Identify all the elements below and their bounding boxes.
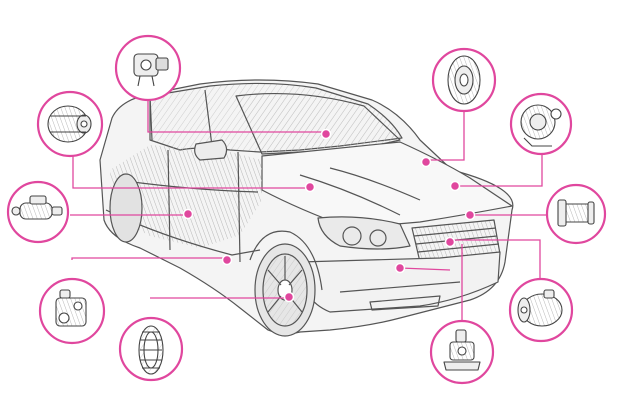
rear-wheel [110, 174, 142, 242]
timing-belt-icon [139, 326, 163, 374]
thermostat-housing-bubble [116, 36, 180, 100]
side-mirror [195, 140, 227, 160]
alternator-bubble [38, 92, 102, 156]
callout-dot [451, 182, 460, 191]
callout-dot [446, 238, 455, 247]
starter-motor-bubble [8, 182, 68, 242]
abs-module-bubble [40, 279, 104, 343]
callout-dot [422, 158, 431, 167]
ac-compressor-bubble [510, 279, 572, 341]
engine-mount-bubble [431, 321, 493, 383]
callout-dot [322, 130, 331, 139]
callout-dot [285, 293, 294, 302]
turbocharger-bubble [511, 94, 571, 154]
callout-dot [396, 264, 405, 273]
callout-dot [184, 210, 193, 219]
front-bumper [300, 252, 500, 312]
callout-dot [223, 256, 232, 265]
callout-dot [466, 211, 475, 220]
brake-disc-icon [448, 56, 480, 104]
brake-disc-bubble [433, 49, 495, 111]
timing-belt-bubble [120, 318, 182, 380]
callout-dot [306, 183, 315, 192]
air-intake-pipe-bubble [547, 185, 605, 243]
intake-pipe-icon [558, 200, 594, 226]
